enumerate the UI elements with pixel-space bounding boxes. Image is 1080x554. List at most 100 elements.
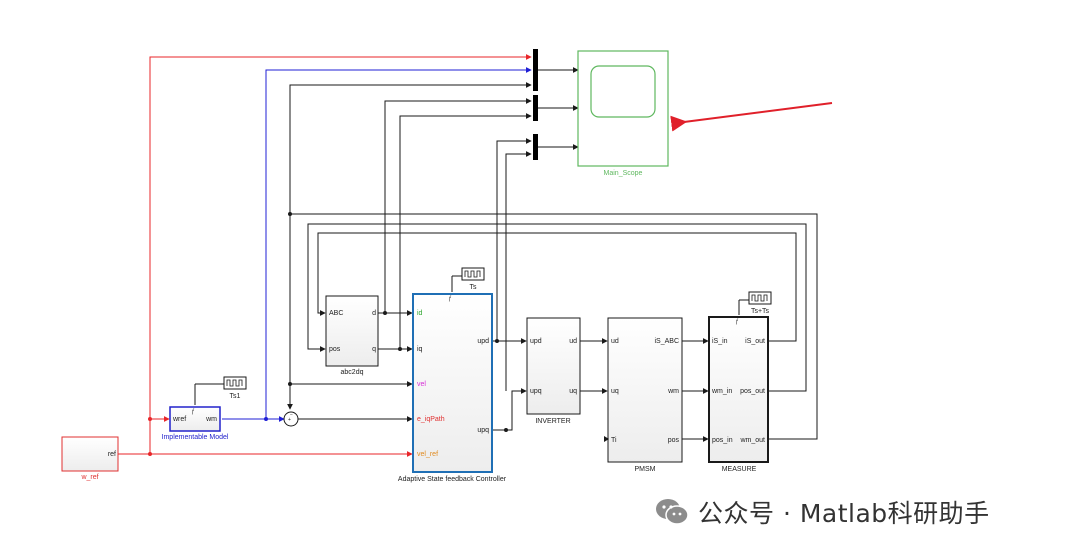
sum-body[interactable] bbox=[283, 411, 299, 427]
wire-upq-to-inv bbox=[492, 388, 527, 431]
pmsm-label: PMSM bbox=[635, 466, 656, 473]
abc2dq-port-d: d bbox=[372, 310, 376, 317]
pmsm-port-ti-arrow bbox=[604, 436, 609, 442]
wire-q-to-mux bbox=[399, 113, 532, 349]
w-ref-label: w_ref bbox=[80, 474, 98, 481]
pmsm-port-isabc: iS_ABC bbox=[654, 338, 679, 345]
clock-ts[interactable]: Ts bbox=[451, 267, 485, 292]
junction-dot bbox=[148, 452, 152, 456]
abc2dq-block[interactable]: ABC pos d q abc2dq bbox=[325, 295, 379, 376]
abc2dq-port-q: q bbox=[372, 346, 376, 353]
impl-trigger-icon: ƒ bbox=[191, 409, 194, 415]
measure-port-isin: iS_in bbox=[712, 338, 728, 345]
ctrl-port-upd: upd bbox=[477, 338, 489, 345]
abc2dq-port-abc: ABC bbox=[329, 310, 343, 317]
measure-port-posin: pos_in bbox=[712, 437, 733, 444]
implementable-model-block[interactable]: wref wm Implementable Model ƒ bbox=[162, 406, 229, 441]
inverter-port-uq: uq bbox=[569, 388, 577, 395]
wire-wmout-to-vel bbox=[290, 213, 818, 440]
wire-posout-to-pos bbox=[307, 223, 807, 392]
inverter-body[interactable] bbox=[526, 317, 581, 415]
pulse-icon bbox=[751, 294, 768, 302]
wire-ref-to-mux bbox=[149, 54, 532, 454]
junction-dot bbox=[398, 347, 402, 351]
clock-tsts[interactable]: Ts+Ts bbox=[738, 291, 772, 315]
inverter-label: INVERTER bbox=[535, 418, 570, 425]
pmsm-port-ud: ud bbox=[611, 338, 619, 345]
controller-body[interactable] bbox=[412, 293, 493, 473]
junction-dots bbox=[148, 212, 508, 456]
wechat-icon bbox=[656, 499, 689, 525]
ctrl-port-eiqpath: e_iqPath bbox=[417, 416, 445, 423]
measure-body[interactable] bbox=[708, 316, 769, 463]
junction-dot bbox=[383, 311, 387, 315]
wire-wm-to-mux bbox=[265, 67, 532, 419]
w-ref-block[interactable]: ref w_ref bbox=[61, 436, 119, 481]
clock-ts-label: Ts bbox=[470, 284, 478, 291]
mux-bar-3[interactable] bbox=[533, 134, 538, 160]
wire-vel-to-mux bbox=[289, 82, 532, 384]
measure-block[interactable]: iS_in wm_in pos_in iS_out pos_out wm_out… bbox=[708, 316, 769, 473]
pmsm-port-pos: pos bbox=[668, 437, 680, 444]
pmsm-port-ti: Ti bbox=[611, 437, 617, 444]
inverter-port-upq: upq bbox=[530, 388, 542, 395]
abc2dq-port-pos: pos bbox=[329, 346, 341, 353]
junction-dot bbox=[264, 417, 268, 421]
mux-bar-1[interactable] bbox=[533, 49, 538, 91]
junction-dot bbox=[288, 382, 292, 386]
clock-ts1[interactable]: Ts1 bbox=[194, 376, 247, 405]
pmsm-body[interactable] bbox=[607, 317, 683, 463]
ctrl-port-velref: vel_ref bbox=[417, 451, 438, 458]
inverter-port-upd: upd bbox=[530, 338, 542, 345]
ctrl-port-id: id bbox=[417, 310, 423, 317]
ctrl-port-vel: vel bbox=[417, 381, 426, 388]
inverter-block[interactable]: upd upq ud uq INVERTER bbox=[526, 317, 581, 425]
measure-trigger-icon: ƒ bbox=[735, 319, 738, 325]
sum-sign-plus: + bbox=[288, 417, 291, 423]
watermark: 公众号 · Matlab科研助手 bbox=[654, 496, 990, 528]
clock-tsts-label: Ts+Ts bbox=[751, 308, 770, 315]
junction-dot bbox=[504, 428, 508, 432]
scope-label: Main_Scope bbox=[604, 170, 643, 177]
measure-port-wmin: wm_in bbox=[711, 388, 732, 395]
inverter-port-ud: ud bbox=[569, 338, 577, 345]
clock-ts-wire bbox=[451, 275, 462, 292]
pmsm-port-wm: wm bbox=[667, 388, 679, 395]
wire-isout-to-abc bbox=[317, 232, 797, 342]
clock-tsts-wire bbox=[738, 299, 749, 315]
annotation-arrow bbox=[670, 102, 833, 132]
clock-ts1-label: Ts1 bbox=[230, 393, 241, 400]
signal-wires bbox=[118, 54, 818, 457]
ctrl-port-upq: upq bbox=[477, 427, 489, 434]
pulse-icon bbox=[464, 270, 481, 278]
controller-label: Adaptive State feedback Controller bbox=[398, 476, 507, 483]
controller-trigger-icon: ƒ bbox=[448, 296, 451, 302]
junction-dot bbox=[495, 339, 499, 343]
pmsm-block[interactable]: ud uq Ti iS_ABC wm pos PMSM bbox=[604, 317, 683, 473]
impl-port-out: wm bbox=[205, 416, 217, 423]
mux-bar-2[interactable] bbox=[533, 95, 538, 121]
ctrl-port-iq: iq bbox=[417, 346, 423, 353]
pulse-icon bbox=[226, 379, 243, 387]
wire-upd-to-mux bbox=[496, 138, 532, 341]
sum-block[interactable]: + − bbox=[283, 411, 299, 427]
impl-label: Implementable Model bbox=[162, 434, 229, 441]
measure-port-isout: iS_out bbox=[745, 338, 765, 345]
measure-port-posout: pos_out bbox=[740, 388, 765, 395]
measure-label: MEASURE bbox=[722, 466, 757, 473]
wire-upq-to-mux bbox=[505, 151, 532, 391]
sum-sign-minus: − bbox=[290, 412, 293, 418]
wire-d-to-mux bbox=[384, 98, 532, 313]
controller-block[interactable]: id iq vel e_iqPath vel_ref upd upq Adapt… bbox=[398, 293, 507, 483]
pmsm-port-uq: uq bbox=[611, 388, 619, 395]
scope-screen bbox=[590, 65, 656, 118]
main-scope-block[interactable]: Main_Scope bbox=[577, 50, 669, 177]
impl-body[interactable] bbox=[169, 406, 221, 432]
junction-dot bbox=[148, 417, 152, 421]
measure-port-wmout: wm_out bbox=[739, 437, 765, 444]
w-ref-body[interactable] bbox=[61, 436, 119, 472]
watermark-text: 公众号 · Matlab科研助手 bbox=[698, 499, 990, 528]
abc2dq-label: abc2dq bbox=[341, 369, 364, 376]
abc2dq-body[interactable] bbox=[325, 295, 379, 367]
